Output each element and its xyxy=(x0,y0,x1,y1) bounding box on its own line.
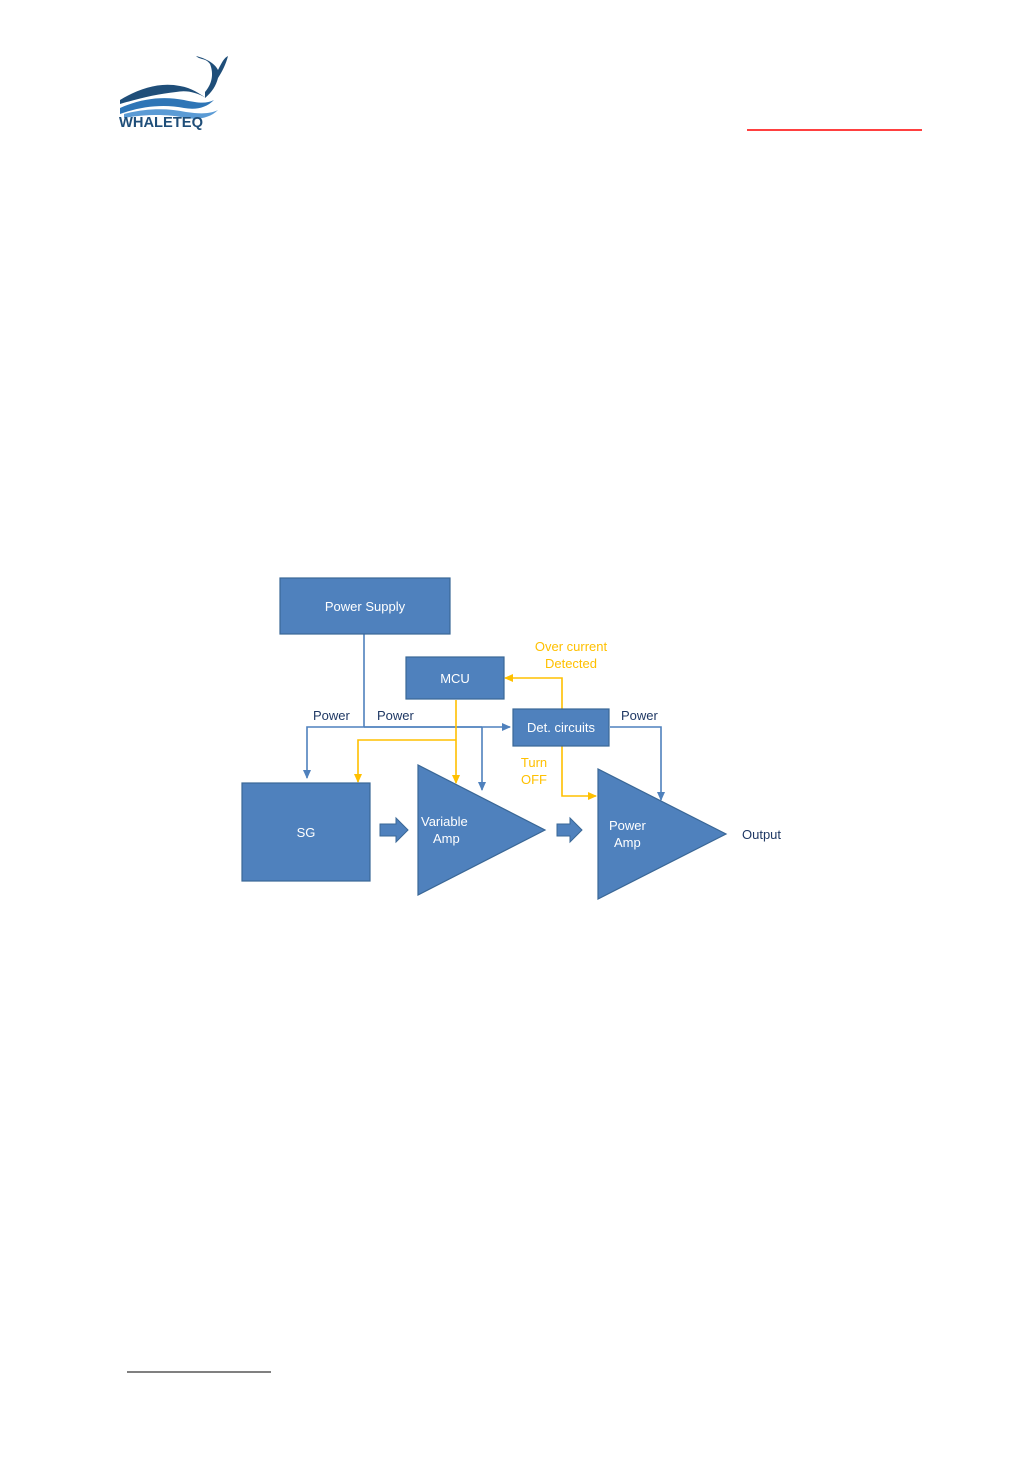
power-amp-label-line2: Amp xyxy=(614,835,641,850)
power-label-left: Power xyxy=(313,708,351,723)
turn-off-label-line2: OFF xyxy=(521,772,547,787)
mcu-label: MCU xyxy=(440,671,470,686)
block-det-circuits: Det. circuits xyxy=(513,709,609,746)
power-label-middle: Power xyxy=(377,708,415,723)
power-amp-triangle xyxy=(598,769,726,899)
whaleteq-logo: WHALETEQ xyxy=(119,56,228,131)
block-diagram: Power Supply MCU Det. circuits SG Variab… xyxy=(242,578,781,899)
block-power-amp: Power Amp xyxy=(598,769,726,899)
block-arrow-variable-amp-to-power-amp xyxy=(557,818,582,842)
power-label-right: Power xyxy=(621,708,659,723)
variable-amp-label-line2: Amp xyxy=(433,831,460,846)
turn-off-label-line1: Turn xyxy=(521,755,547,770)
variable-amp-label-line1: Variable xyxy=(421,814,468,829)
power-amp-label-line1: Power xyxy=(609,818,647,833)
logo-whale-tail-icon xyxy=(196,56,228,98)
wire-mcu-to-sg xyxy=(358,740,456,782)
power-supply-label: Power Supply xyxy=(325,599,406,614)
wire-det-to-power-amp-off xyxy=(562,746,596,796)
logo-text: WHALETEQ xyxy=(119,114,203,131)
output-label: Output xyxy=(742,827,781,842)
block-arrow-sg-to-variable-amp xyxy=(380,818,408,842)
block-mcu: MCU xyxy=(406,657,504,699)
sg-label: SG xyxy=(297,825,316,840)
det-circuits-label: Det. circuits xyxy=(527,720,595,735)
over-current-label-line1: Over current xyxy=(535,639,608,654)
wire-det-to-mcu xyxy=(505,678,562,709)
block-power-supply: Power Supply xyxy=(280,578,450,634)
block-sg: SG xyxy=(242,783,370,881)
over-current-label-line2: Detected xyxy=(545,656,597,671)
